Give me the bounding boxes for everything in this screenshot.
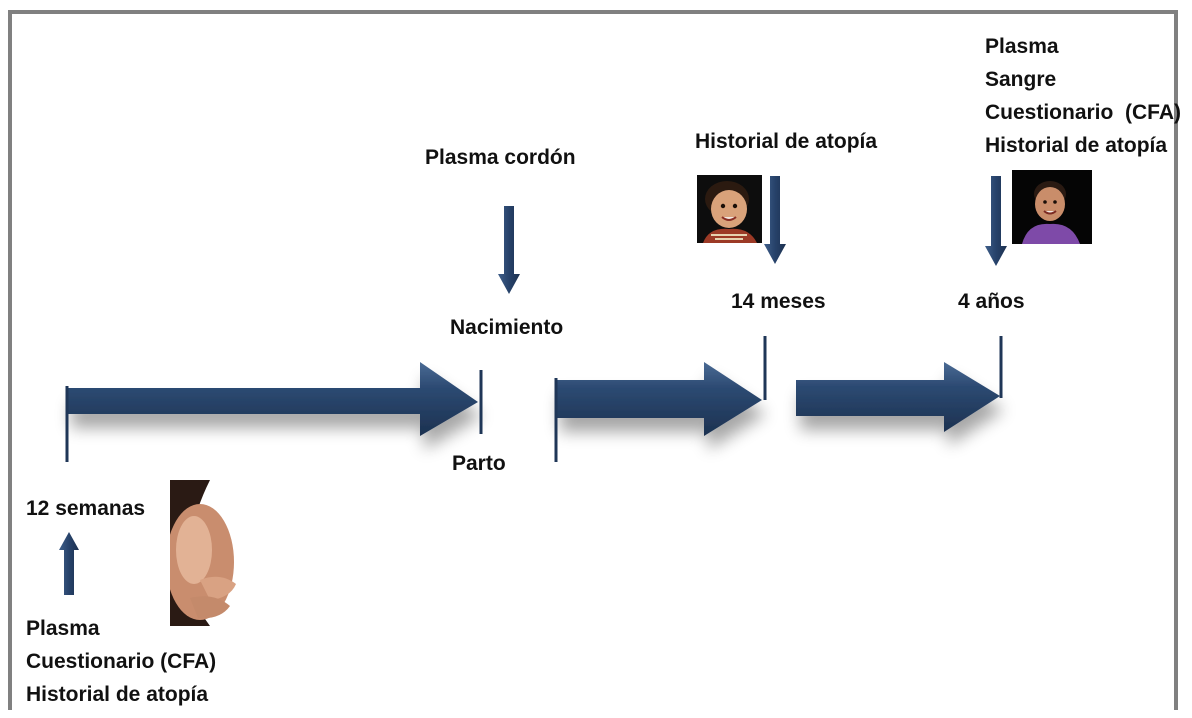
month14-event-label: 14 meses xyxy=(731,290,826,313)
down-arrow-birth xyxy=(498,206,520,294)
year4-sample-item: Cuestionario (CFA) xyxy=(985,101,1182,124)
pregnant-belly-photo xyxy=(170,480,242,626)
down-arrow-month14 xyxy=(764,176,786,264)
birth-top-label: Plasma cordón xyxy=(425,146,576,169)
month14-top-label: Historial de atopía xyxy=(695,130,878,153)
week12-samples-list: Plasma Cuestionario (CFA) Historial de a… xyxy=(26,612,216,711)
timeline-arrow-pregnancy xyxy=(67,362,478,436)
timeline-arrow-infancy xyxy=(556,362,762,436)
year4-sample-item: Historial de atopía xyxy=(985,134,1168,157)
year4-samples-list: Plasma Sangre Cuestionario (CFA) Histori… xyxy=(985,30,1181,162)
week12-sample-item: Cuestionario (CFA) xyxy=(26,650,217,673)
week12-sample-item: Plasma xyxy=(26,617,100,640)
toddler-photo xyxy=(697,175,762,243)
down-arrow-year4 xyxy=(985,176,1007,266)
year4-sample-item: Plasma xyxy=(985,35,1059,58)
timeline-arrow-childhood xyxy=(796,362,1000,432)
year4-event-label: 4 años xyxy=(958,290,1025,313)
birth-bottom-label: Parto xyxy=(452,452,506,475)
up-arrow-week12 xyxy=(59,532,79,595)
child-photo xyxy=(1012,170,1092,244)
week12-label: 12 semanas xyxy=(26,497,146,520)
week12-sample-item: Historial de atopía xyxy=(26,683,209,706)
year4-sample-item: Sangre xyxy=(985,68,1057,91)
birth-event-label: Nacimiento xyxy=(450,316,564,339)
diagram-frame xyxy=(8,10,1178,710)
